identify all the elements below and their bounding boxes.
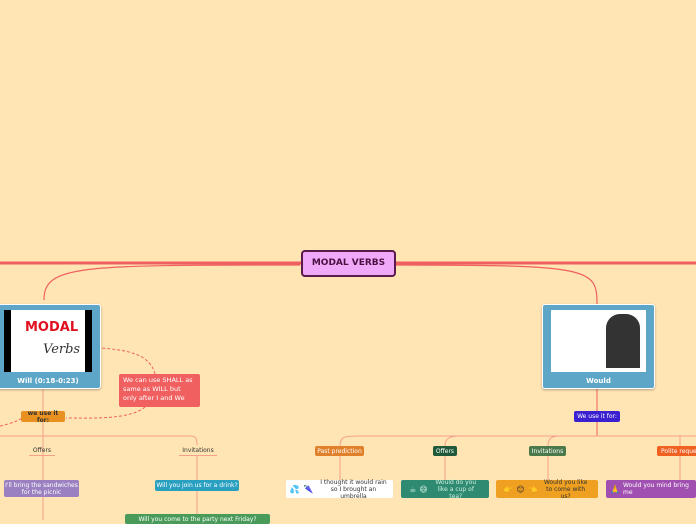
would-invitations-example[interactable]: 👉😊👈 Would you like to come with us? bbox=[496, 479, 598, 500]
will-invitation-example[interactable]: Will you join us for a drink? bbox=[155, 480, 239, 491]
would-card[interactable]: Would bbox=[542, 304, 655, 389]
will-invitations-node[interactable]: Invitations bbox=[179, 446, 217, 456]
singer-lyrics-image bbox=[551, 310, 646, 372]
would-past-prediction-node[interactable]: Past prediction bbox=[315, 446, 364, 456]
praying-hands-icon: 🙏 bbox=[610, 484, 620, 494]
umbrella-icon: 🌂 bbox=[303, 484, 314, 494]
root-node[interactable]: MODAL VERBS bbox=[301, 250, 396, 277]
smile-icon: 😄 bbox=[419, 484, 428, 494]
will-card[interactable]: MODAL Verbs Will (0:18-0:23) bbox=[0, 304, 101, 389]
will-offers-node[interactable]: Offers bbox=[29, 446, 55, 456]
will-invitation-example-2[interactable]: Will you come to the party next Friday? bbox=[125, 514, 270, 524]
would-offers-example[interactable]: ☕😄 Would do you like a cup of tea? bbox=[401, 479, 489, 500]
sweat-drops-icon: 💦 bbox=[289, 484, 300, 494]
will-use-label[interactable]: we use it for: bbox=[21, 410, 65, 424]
modal-verbs-image: MODAL Verbs bbox=[4, 310, 92, 372]
would-polite-requests-example[interactable]: 🙏 Would you mind bring me bbox=[606, 480, 696, 498]
pointing-hand-icon: 👉 bbox=[503, 484, 514, 494]
would-offers-node[interactable]: Offers bbox=[433, 446, 457, 456]
shall-note[interactable]: We can use SHALL as same as WILL but onl… bbox=[119, 374, 200, 407]
would-use-label[interactable]: We use it for: bbox=[574, 411, 620, 422]
will-offers-example[interactable]: I'll bring the sandwiches for the picnic bbox=[4, 480, 79, 497]
would-invitations-node[interactable]: Invitations bbox=[529, 446, 566, 456]
would-past-prediction-example[interactable]: 💦🌂 I thought it would rain so I brought … bbox=[286, 479, 393, 500]
pointing-hand-icon: 👈 bbox=[527, 484, 538, 494]
smile-icon: 😊 bbox=[516, 484, 525, 494]
coffee-icon: ☕ bbox=[409, 484, 417, 494]
would-polite-requests-node[interactable]: Polite requests bbox=[657, 446, 696, 456]
